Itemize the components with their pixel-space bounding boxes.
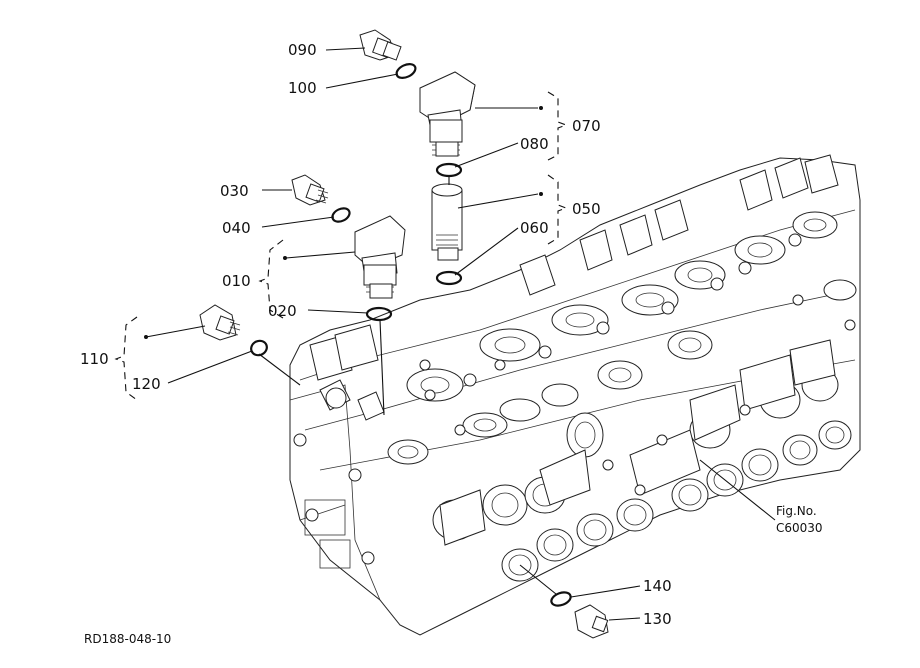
- part-100-o-ring: [395, 63, 417, 79]
- callout-020: 020: [268, 302, 297, 320]
- part-060-o-ring: [435, 270, 463, 286]
- part-020-o-ring: [365, 306, 393, 322]
- part-070-valve-elbow: [419, 71, 476, 157]
- part-110-fitting: [199, 304, 241, 341]
- callout-100: 100: [288, 79, 317, 97]
- part-130-plug: [574, 604, 609, 639]
- callout-090: 090: [288, 41, 317, 59]
- assembly-lines: [258, 176, 557, 595]
- leader-lines: [144, 47, 776, 621]
- top-ridge-cylinders: [309, 154, 839, 381]
- drawing-reference: RD188-048-10: [84, 632, 171, 646]
- bolts: [293, 233, 856, 565]
- part-010-valve-elbow: [354, 215, 406, 299]
- callout-050: 050: [572, 200, 601, 218]
- callout-120: 120: [132, 375, 161, 393]
- part-030-fitting: [291, 174, 329, 206]
- part-050-sleeve: [431, 183, 463, 261]
- part-120-o-ring: [250, 339, 268, 357]
- callout-080: 080: [520, 135, 549, 153]
- callout-110: 110: [80, 350, 109, 368]
- part-140-o-ring: [550, 591, 572, 607]
- figure-info: Fig.No. C60030 RD188-048-10: [84, 504, 823, 646]
- callout-040: 040: [222, 219, 251, 237]
- callout-010: 010: [222, 272, 251, 290]
- callout-060: 060: [520, 219, 549, 237]
- callout-030: 030: [220, 182, 249, 200]
- part-040-o-ring: [331, 207, 351, 223]
- callout-130: 130: [643, 610, 672, 628]
- fig-number: C60030: [776, 521, 823, 535]
- part-090-fitting: [359, 29, 402, 61]
- callout-140: 140: [643, 577, 672, 595]
- callout-labels: 090 100 070 080 030 050 040 060 010 020 …: [80, 41, 672, 628]
- top-ports: [387, 211, 857, 465]
- spool-housings: [439, 339, 836, 546]
- fig-label: Fig.No.: [776, 504, 817, 518]
- callout-070: 070: [572, 117, 601, 135]
- group-brackets: [114, 91, 568, 401]
